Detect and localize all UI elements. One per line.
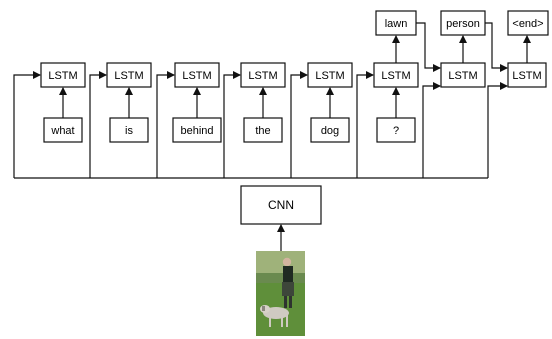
output-box-1: lawn bbox=[375, 10, 417, 36]
word-box-6: ? bbox=[376, 117, 416, 143]
feed-line-7 bbox=[422, 82, 441, 178]
lstm-6: LSTM bbox=[373, 62, 419, 88]
lstm-6-label: LSTM bbox=[381, 70, 410, 82]
feed-line-3 bbox=[156, 71, 175, 178]
feed-line-2 bbox=[89, 71, 107, 178]
word-4: the bbox=[255, 125, 270, 137]
feed-line-4 bbox=[223, 71, 241, 178]
word-2: is bbox=[125, 125, 133, 137]
lstm-7-label: LSTM bbox=[448, 70, 477, 82]
lstm-1-label: LSTM bbox=[48, 70, 77, 82]
lstm-7: LSTM bbox=[440, 62, 486, 88]
lstm-3-label: LSTM bbox=[182, 70, 211, 82]
feed-line-5 bbox=[290, 71, 308, 178]
lstm-2: LSTM bbox=[106, 62, 152, 88]
feed-line-1 bbox=[13, 71, 41, 178]
word-6: ? bbox=[393, 125, 399, 137]
input-photo bbox=[256, 251, 305, 336]
lstm-5-label: LSTM bbox=[315, 70, 344, 82]
lstm-8-label: LSTM bbox=[512, 70, 541, 82]
output-3: <end> bbox=[512, 18, 543, 30]
output-box-3: <end> bbox=[507, 10, 549, 36]
lstm-5: LSTM bbox=[307, 62, 353, 88]
word-3: behind bbox=[180, 125, 213, 137]
cnn-box: CNN bbox=[240, 185, 322, 225]
lstm-3: LSTM bbox=[174, 62, 220, 88]
word-1: what bbox=[50, 125, 74, 137]
lstm-4: LSTM bbox=[240, 62, 286, 88]
output-box-2: person bbox=[440, 10, 486, 36]
lstm-2-label: LSTM bbox=[114, 70, 143, 82]
person-feed-line bbox=[485, 22, 508, 72]
word-box-1: what bbox=[43, 117, 83, 143]
word-box-4: the bbox=[243, 117, 283, 143]
feed-line-8 bbox=[487, 82, 508, 178]
lstm-4-label: LSTM bbox=[248, 70, 277, 82]
output-2: person bbox=[446, 18, 480, 30]
lstm-8: LSTM bbox=[507, 62, 547, 88]
cnn-label: CNN bbox=[268, 198, 294, 212]
word-box-5: dog bbox=[310, 117, 350, 143]
lawn-feed-line bbox=[416, 22, 441, 72]
lstm-1: LSTM bbox=[40, 62, 86, 88]
word-box-3: behind bbox=[172, 117, 222, 143]
word-box-2: is bbox=[109, 117, 149, 143]
feed-line-6 bbox=[356, 71, 374, 178]
word-5: dog bbox=[321, 125, 339, 137]
output-1: lawn bbox=[385, 18, 408, 30]
